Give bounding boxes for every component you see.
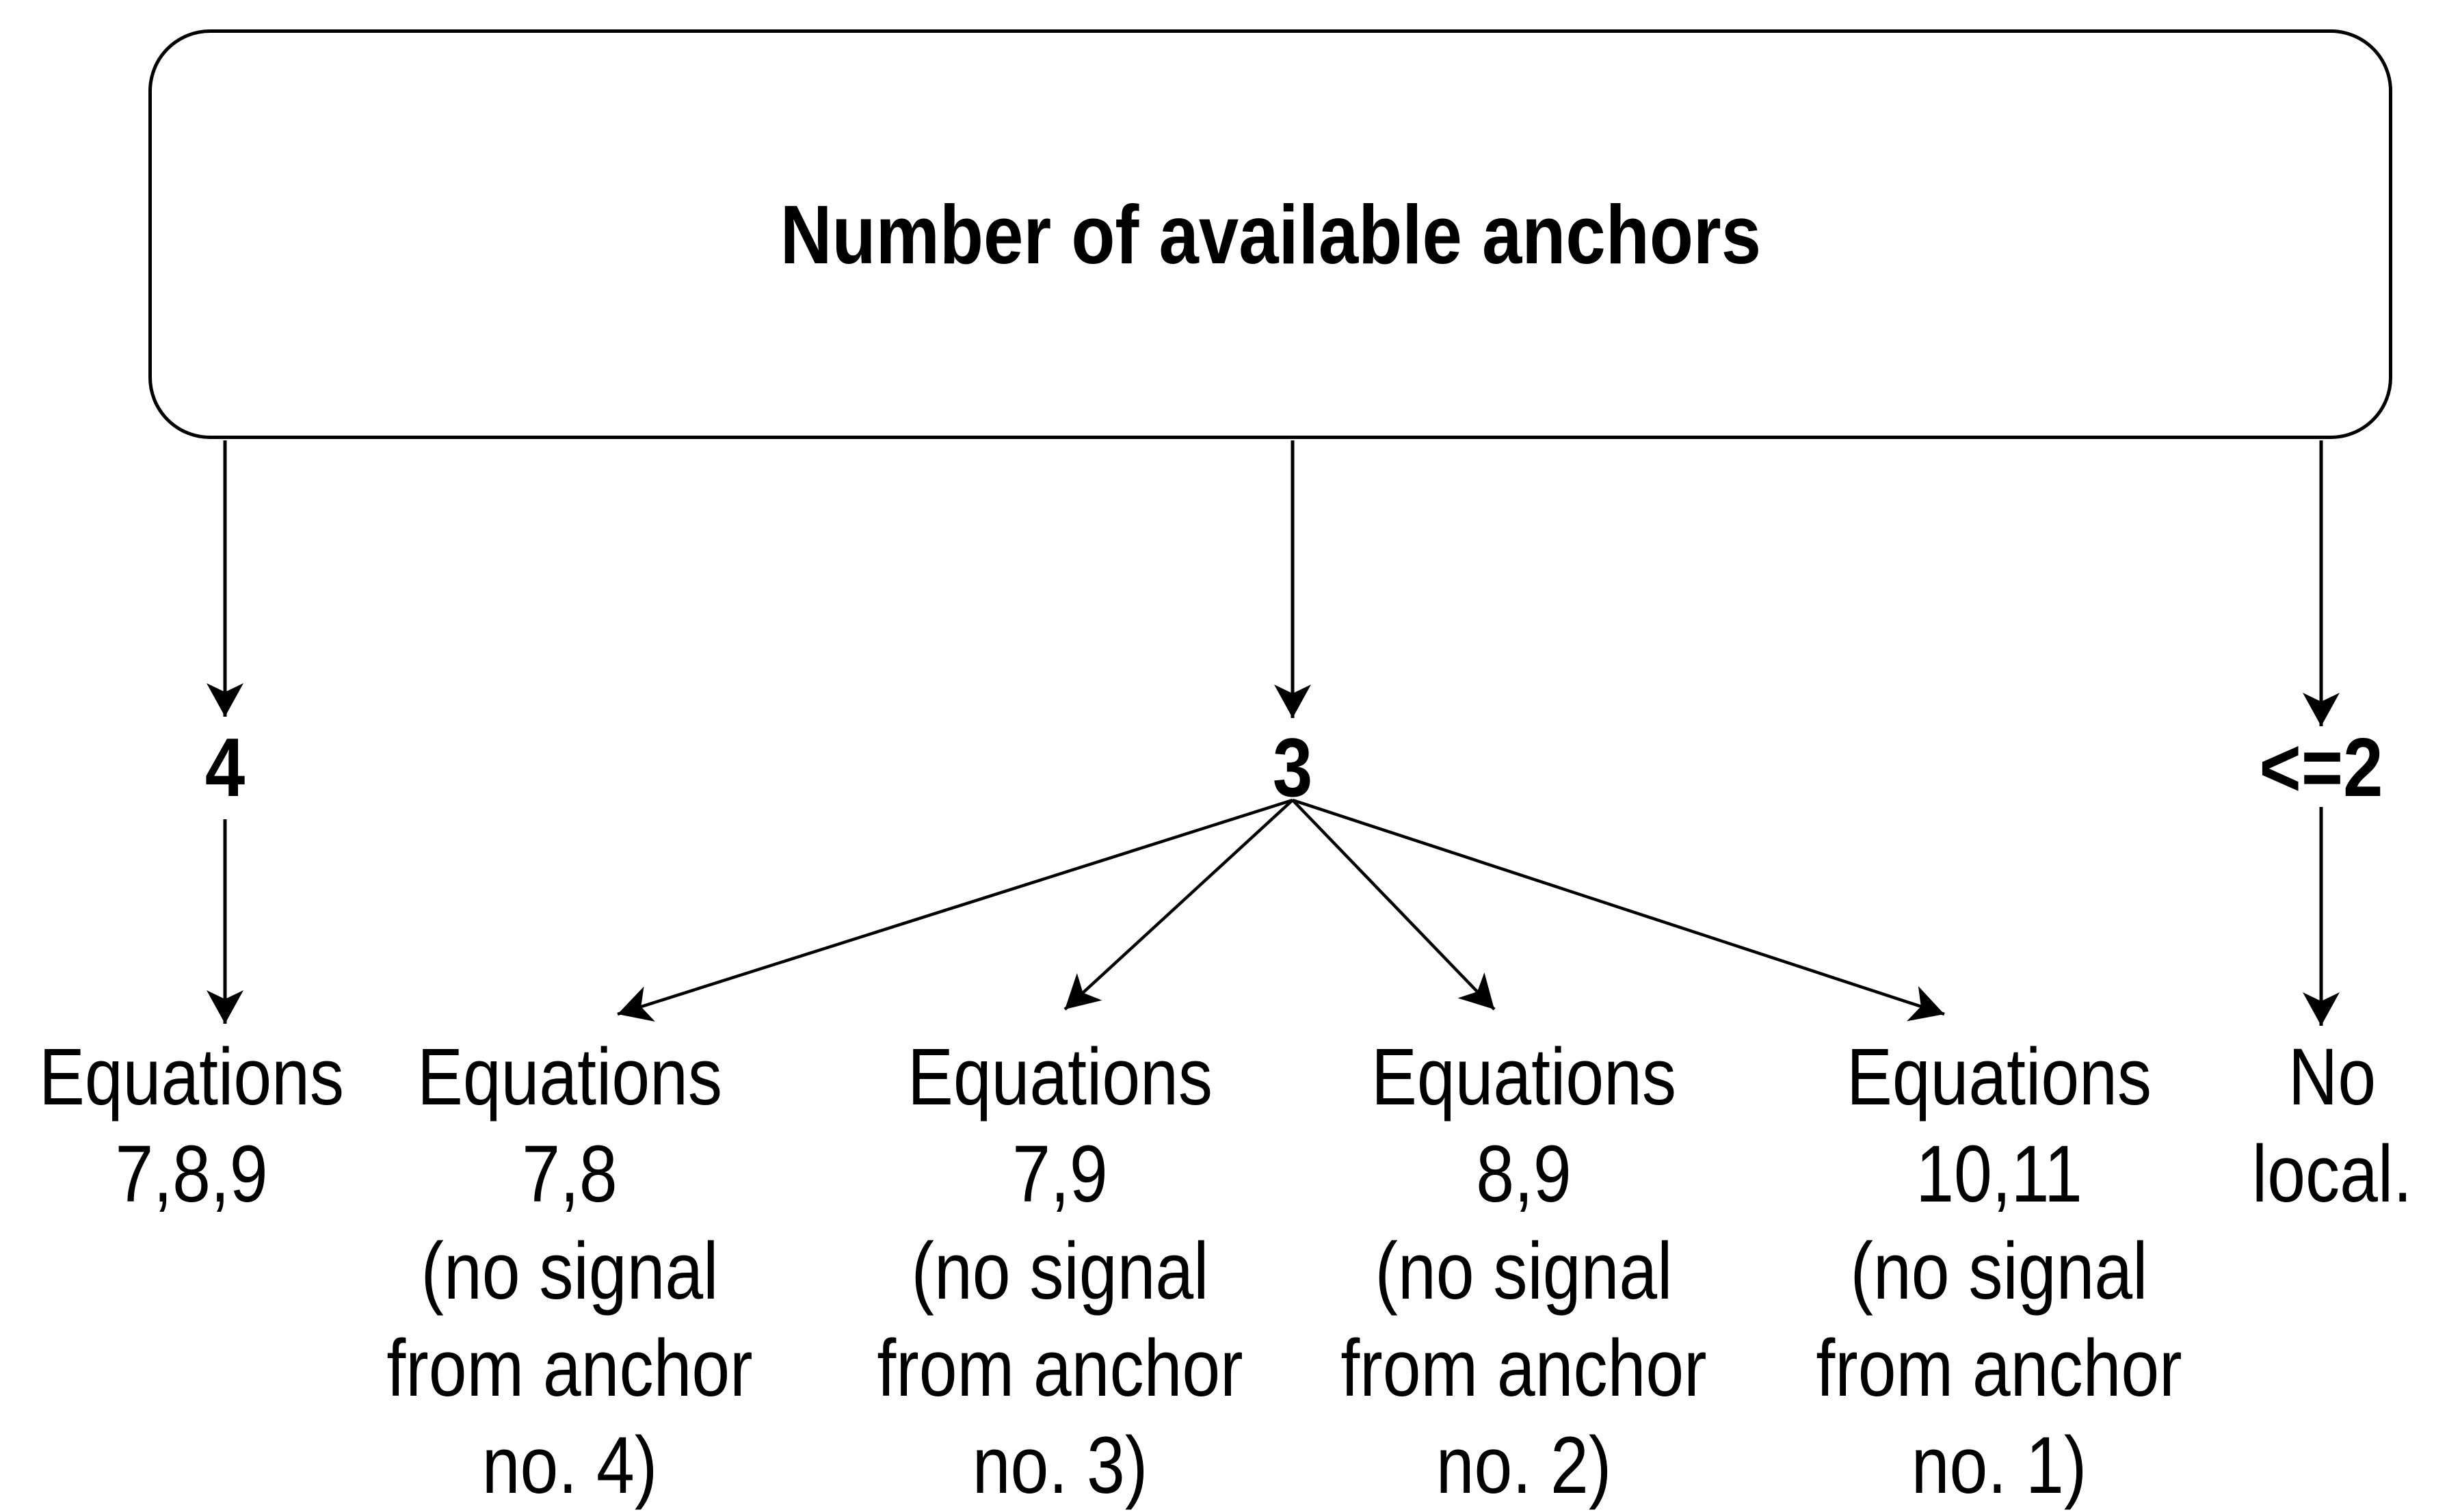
- outcome-line: (no signal: [1850, 1226, 2148, 1316]
- branch-label-3: 3: [1272, 721, 1313, 814]
- root-node-title: Number of available anchors: [780, 187, 1761, 281]
- outcome-eq79: Equations 7,9 (no signal from anchor no.…: [857, 1029, 1264, 1512]
- outcome-line: no. 1): [1911, 1420, 2087, 1511]
- outcome-line: (no signal: [1375, 1226, 1673, 1316]
- outcome-line: (no signal: [421, 1226, 719, 1316]
- arrow-3-to-eq79: [1063, 799, 1294, 1011]
- outcome-line: Equations: [38, 1032, 345, 1122]
- outcome-line: (no signal: [911, 1226, 1209, 1316]
- outcome-line: Equations: [1846, 1032, 2152, 1122]
- outcome-eq78: Equations 7,8 (no signal from anchor no.…: [367, 1029, 773, 1512]
- outcome-line: Equations: [1371, 1032, 1677, 1122]
- outcome-eq1011: Equations 10,11 (no signal from anchor n…: [1796, 1029, 2203, 1512]
- outcome-line: 10,11: [1916, 1129, 2082, 1219]
- outcome-eq89: Equations 8,9 (no signal from anchor no.…: [1321, 1029, 1728, 1512]
- arrow-3-to-eq89: [1291, 799, 1496, 1011]
- outcome-line: 7,8,9: [115, 1129, 268, 1219]
- outcome-line: from anchor: [1340, 1323, 1707, 1414]
- outcome-line: no. 2): [1436, 1420, 1612, 1511]
- outcome-line: no. 4): [481, 1420, 658, 1511]
- arrow-3-to-eq1011: [1292, 798, 1945, 1022]
- outcome-line: 7,8: [522, 1129, 618, 1219]
- outcome-line: from anchor: [877, 1323, 1243, 1414]
- outcome-line: No: [2288, 1032, 2377, 1122]
- outcome-line: local.: [2251, 1129, 2413, 1219]
- outcome-line: from anchor: [1816, 1323, 2182, 1414]
- outcome-line: 8,9: [1476, 1129, 1572, 1219]
- outcome-no-localization: No local.: [2129, 1029, 2447, 1223]
- outcome-line: from anchor: [386, 1323, 753, 1414]
- root-node-box: Number of available anchors: [148, 29, 2392, 439]
- outcome-eq789: Equations 7,8,9: [0, 1029, 395, 1223]
- outcome-line: 7,9: [1012, 1129, 1108, 1219]
- arrow-3-to-eq78: [617, 798, 1293, 1022]
- branch-label-le2: <=2: [2259, 721, 2383, 814]
- branch-label-4: 4: [204, 721, 246, 814]
- outcome-line: no. 3): [972, 1420, 1148, 1511]
- outcome-line: Equations: [416, 1032, 723, 1122]
- outcome-line: Equations: [907, 1032, 1213, 1122]
